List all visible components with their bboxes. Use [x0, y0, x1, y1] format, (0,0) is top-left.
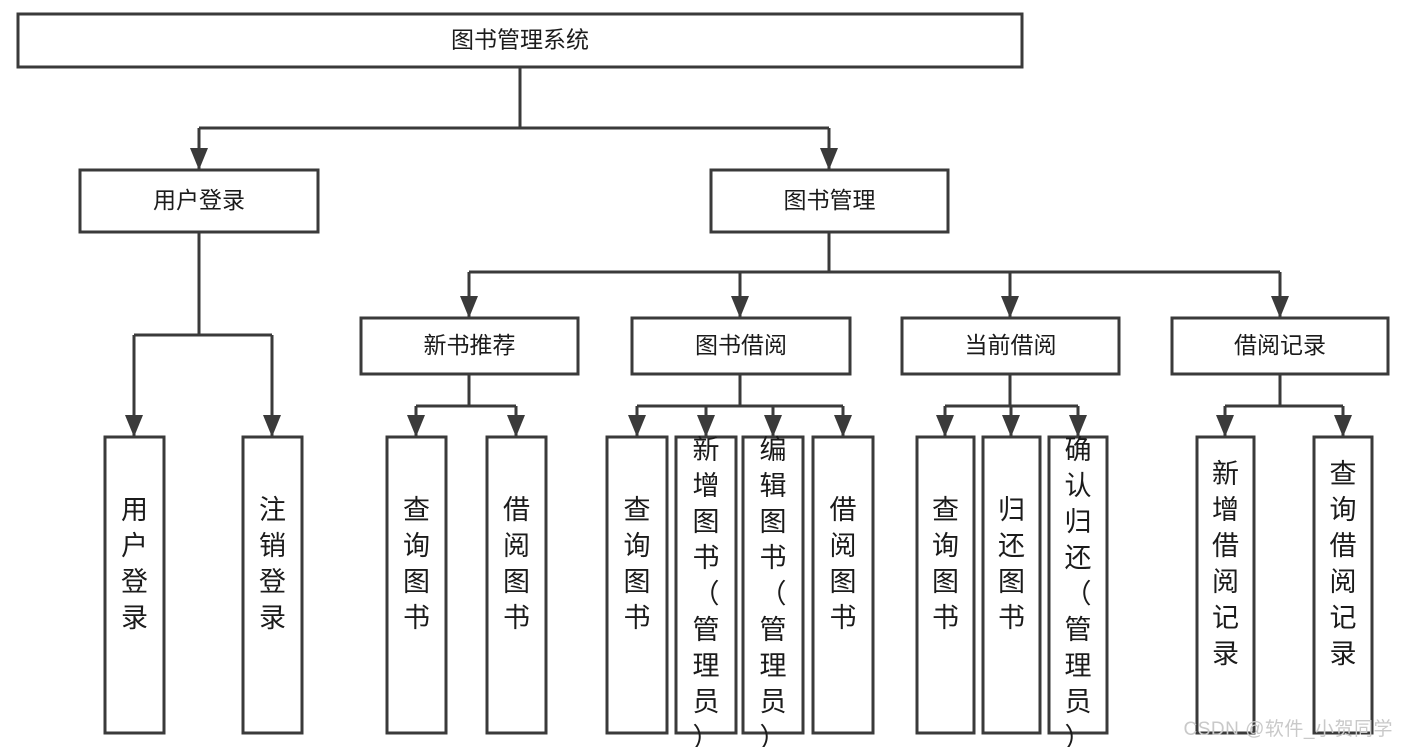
- leaf-node-2[interactable]: 查询图书: [385, 435, 448, 735]
- arrow-down-icon: [125, 415, 143, 437]
- level1-node-1[interactable]: 图书管理: [709, 168, 950, 234]
- arrow-down-icon: [507, 415, 525, 437]
- level1-node-0-box[interactable]: [78, 168, 320, 234]
- arrow-down-icon: [834, 415, 852, 437]
- leaf-node-10-box[interactable]: [1047, 435, 1109, 735]
- level2-node-1[interactable]: 图书借阅: [630, 316, 852, 376]
- arrow-down-icon: [628, 415, 646, 437]
- arrow-down-icon: [263, 415, 281, 437]
- leaf-node-3-box[interactable]: [485, 435, 548, 735]
- leaf-node-6-label: 编辑图书（管理员）: [760, 435, 787, 747]
- leaf-node-8[interactable]: 查询图书: [915, 435, 976, 735]
- root-node-book-management-system-box[interactable]: [16, 12, 1024, 69]
- level2-node-2-label: 当前借阅: [965, 332, 1057, 358]
- level1-node-0[interactable]: 用户登录: [78, 168, 320, 234]
- leaf-node-5-label: 新增图书（管理员）: [693, 435, 720, 747]
- leaf-node-12[interactable]: 查询借阅记录: [1312, 435, 1374, 735]
- leaf-node-9[interactable]: 归还图书: [981, 435, 1042, 735]
- leaf-node-10-label: 确认归还（管理员）: [1065, 435, 1092, 747]
- leaf-node-0-box[interactable]: [103, 435, 166, 735]
- leaf-node-7-label: 借阅图书: [830, 495, 857, 633]
- leaf-node-5-box[interactable]: [674, 435, 738, 735]
- arrow-down-icon: [1069, 415, 1087, 437]
- leaf-node-1-box[interactable]: [241, 435, 304, 735]
- leaf-node-12-box[interactable]: [1312, 435, 1374, 735]
- arrow-down-icon: [764, 415, 782, 437]
- leaf-node-5[interactable]: 新增图书（管理员）: [674, 435, 738, 747]
- arrow-down-icon: [731, 296, 749, 318]
- level2-node-0-box[interactable]: [359, 316, 580, 376]
- leaf-node-10[interactable]: 确认归还（管理员）: [1047, 435, 1109, 747]
- leaf-node-6-box[interactable]: [741, 435, 805, 735]
- node-layer: 图书管理系统用户登录图书管理新书推荐图书借阅当前借阅借阅记录用户登录注销登录查询…: [16, 12, 1390, 747]
- arrow-down-icon: [1001, 296, 1019, 318]
- leaf-node-2-box[interactable]: [385, 435, 448, 735]
- root-node-book-management-system[interactable]: 图书管理系统: [16, 12, 1024, 69]
- leaf-node-4[interactable]: 查询图书: [605, 435, 669, 735]
- leaf-node-0-label: 用户登录: [121, 495, 148, 633]
- level2-node-3[interactable]: 借阅记录: [1170, 316, 1390, 376]
- leaf-node-1[interactable]: 注销登录: [241, 435, 304, 735]
- connector-layer: [125, 67, 1352, 437]
- leaf-node-11-label: 新增借阅记录: [1212, 459, 1239, 669]
- leaf-node-2-label: 查询图书: [403, 495, 430, 633]
- level2-node-2-box[interactable]: [900, 316, 1121, 376]
- leaf-node-4-label: 查询图书: [624, 495, 651, 633]
- level2-node-1-box[interactable]: [630, 316, 852, 376]
- arrow-down-icon: [1271, 296, 1289, 318]
- arrow-down-icon: [936, 415, 954, 437]
- arrow-down-icon: [1216, 415, 1234, 437]
- level1-node-0-label: 用户登录: [153, 187, 245, 213]
- leaf-node-7-box[interactable]: [811, 435, 875, 735]
- level1-node-1-label: 图书管理: [784, 187, 876, 213]
- level2-node-3-label: 借阅记录: [1234, 332, 1326, 358]
- leaf-node-8-box[interactable]: [915, 435, 976, 735]
- leaf-node-7[interactable]: 借阅图书: [811, 435, 875, 735]
- leaf-node-3-label: 借阅图书: [503, 495, 530, 633]
- level2-node-3-box[interactable]: [1170, 316, 1390, 376]
- leaf-node-6[interactable]: 编辑图书（管理员）: [741, 435, 805, 747]
- leaf-node-12-label: 查询借阅记录: [1330, 459, 1357, 669]
- arrow-down-icon: [460, 296, 478, 318]
- leaf-node-0[interactable]: 用户登录: [103, 435, 166, 735]
- leaf-node-9-label: 归还图书: [998, 495, 1025, 633]
- leaf-node-4-box[interactable]: [605, 435, 669, 735]
- arrow-down-icon: [697, 415, 715, 437]
- leaf-node-11[interactable]: 新增借阅记录: [1195, 435, 1256, 735]
- leaf-node-1-label: 注销登录: [259, 495, 286, 633]
- arrow-down-icon: [1334, 415, 1352, 437]
- level1-node-1-box[interactable]: [709, 168, 950, 234]
- level2-node-1-label: 图书借阅: [695, 332, 787, 358]
- level2-node-2[interactable]: 当前借阅: [900, 316, 1121, 376]
- arrow-down-icon: [407, 415, 425, 437]
- level2-node-0-label: 新书推荐: [424, 332, 516, 358]
- leaf-node-3[interactable]: 借阅图书: [485, 435, 548, 735]
- root-node-book-management-system-label: 图书管理系统: [451, 27, 589, 53]
- level2-node-0[interactable]: 新书推荐: [359, 316, 580, 376]
- leaf-node-11-box[interactable]: [1195, 435, 1256, 735]
- leaf-node-8-label: 查询图书: [932, 495, 959, 633]
- leaf-node-9-box[interactable]: [981, 435, 1042, 735]
- arrow-down-icon: [190, 148, 208, 170]
- arrow-down-icon: [820, 148, 838, 170]
- arrow-down-icon: [1002, 415, 1020, 437]
